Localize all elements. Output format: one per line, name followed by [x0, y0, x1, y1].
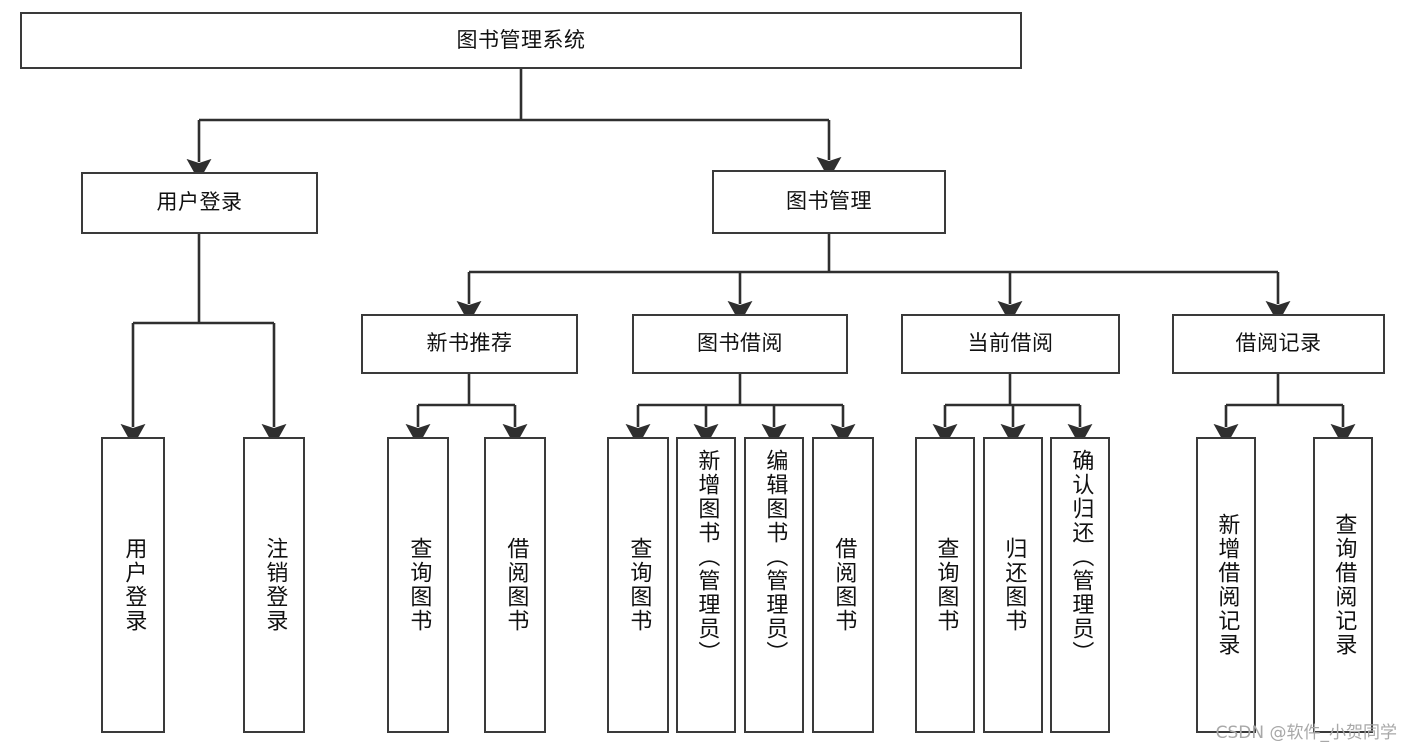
node-leaf-query-book-3-label: 查询图书 [933, 537, 959, 633]
node-borrow-record[interactable]: 借阅记录 [1172, 314, 1385, 374]
node-book-borrow-label: 图书借阅 [697, 331, 783, 356]
node-book-manage-label: 图书管理 [786, 189, 872, 214]
node-leaf-query-book-2-label: 查询图书 [626, 537, 652, 633]
node-leaf-query-record[interactable]: 查询借阅记录 [1313, 437, 1373, 733]
node-leaf-borrow-book-1[interactable]: 借阅图书 [484, 437, 546, 733]
node-new-book-rec-label: 新书推荐 [426, 331, 513, 356]
node-leaf-user-logout-label: 注销登录 [262, 537, 288, 633]
csdn-watermark: CSDN @软件_小贺同学 [1215, 723, 1397, 743]
node-leaf-user-login[interactable]: 用户登录 [101, 437, 165, 733]
node-book-manage[interactable]: 图书管理 [712, 170, 946, 234]
node-leaf-query-book-2[interactable]: 查询图书 [607, 437, 669, 733]
node-leaf-query-book-1[interactable]: 查询图书 [387, 437, 449, 733]
node-leaf-borrow-book-2[interactable]: 借阅图书 [812, 437, 874, 733]
node-leaf-borrow-book-1-label: 借阅图书 [503, 537, 529, 633]
node-root[interactable]: 图书管理系统 [20, 12, 1022, 69]
node-leaf-edit-book-label: 编辑图书（管理员） [762, 449, 788, 665]
node-leaf-query-book-3[interactable]: 查询图书 [915, 437, 975, 733]
node-current-borrow-label: 当前借阅 [967, 331, 1054, 356]
node-leaf-add-record[interactable]: 新增借阅记录 [1196, 437, 1256, 733]
node-current-borrow[interactable]: 当前借阅 [901, 314, 1120, 374]
node-borrow-record-label: 借阅记录 [1235, 331, 1322, 356]
node-leaf-add-record-label: 新增借阅记录 [1214, 513, 1240, 657]
node-user-login[interactable]: 用户登录 [81, 172, 318, 234]
node-leaf-user-login-label: 用户登录 [121, 537, 147, 633]
node-leaf-confirm-return-label: 确认归还（管理员） [1068, 449, 1094, 665]
node-leaf-confirm-return[interactable]: 确认归还（管理员） [1050, 437, 1110, 733]
node-user-login-label: 用户登录 [156, 190, 243, 215]
node-leaf-add-book[interactable]: 新增图书（管理员） [676, 437, 736, 733]
node-leaf-return-book[interactable]: 归还图书 [983, 437, 1043, 733]
node-leaf-borrow-book-2-label: 借阅图书 [831, 537, 857, 633]
node-leaf-add-book-label: 新增图书（管理员） [694, 449, 720, 665]
node-leaf-query-book-1-label: 查询图书 [406, 537, 432, 633]
node-leaf-query-record-label: 查询借阅记录 [1331, 513, 1357, 657]
node-leaf-user-logout[interactable]: 注销登录 [243, 437, 305, 733]
node-book-borrow[interactable]: 图书借阅 [632, 314, 848, 374]
node-leaf-edit-book[interactable]: 编辑图书（管理员） [744, 437, 804, 733]
node-root-label: 图书管理系统 [456, 27, 586, 52]
node-new-book-rec[interactable]: 新书推荐 [361, 314, 578, 374]
node-leaf-return-book-label: 归还图书 [1001, 537, 1027, 633]
